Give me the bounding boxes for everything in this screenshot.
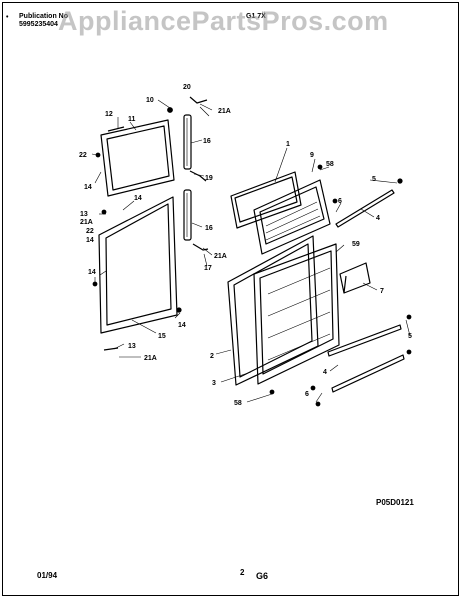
callout-14-lower: 14 xyxy=(178,322,186,329)
callout-21a-bottom: 21A xyxy=(144,355,157,362)
fasteners xyxy=(92,107,412,407)
callout-11: 11 xyxy=(128,116,136,123)
hinge-19 xyxy=(189,170,207,182)
callout-58-lower: 58 xyxy=(234,400,242,407)
fresh-food-door xyxy=(98,196,178,334)
page-border xyxy=(2,2,459,596)
publication-label: Publication No xyxy=(19,13,68,20)
footer-section: G6 xyxy=(256,571,269,581)
callout-15: 15 xyxy=(158,333,166,340)
callout-16-upper: 16 xyxy=(203,138,211,145)
freezer-handle xyxy=(107,126,125,132)
top-hinge xyxy=(189,96,208,104)
diagram-code: P05D0121 xyxy=(376,498,414,507)
bullet-mark: • xyxy=(6,14,9,21)
callout-14-lower-left: 14 xyxy=(88,269,96,276)
publication-number: 5995235404 xyxy=(19,21,58,28)
callout-4-upper: 4 xyxy=(376,215,380,222)
callout-21a-top: 21A xyxy=(218,108,231,115)
callout-14-mid: 14 xyxy=(134,195,142,202)
callout-21a-left: 21A xyxy=(80,219,93,226)
callout-6-lower: 6 xyxy=(305,391,309,398)
freezer-panel xyxy=(230,171,302,229)
callout-17: 17 xyxy=(204,265,212,272)
hinge-17 xyxy=(192,243,209,251)
callout-21a-hinge: 21A xyxy=(214,253,227,260)
callout-4-lower: 4 xyxy=(323,369,327,376)
model-number: G1 7Ẍ xyxy=(246,13,266,20)
callout-1: 1 xyxy=(286,141,290,148)
callout-16-lower: 16 xyxy=(205,225,213,232)
callout-10: 10 xyxy=(146,97,154,104)
lower-rail xyxy=(331,354,405,393)
callout-2: 2 xyxy=(210,353,214,360)
fresh-food-panel xyxy=(227,235,319,386)
callout-14-left: 14 xyxy=(86,237,94,244)
callout-5-lower: 5 xyxy=(408,333,412,340)
middle-rail xyxy=(327,324,402,357)
callout-12: 12 xyxy=(105,111,113,118)
callout-3: 3 xyxy=(212,380,216,387)
footer-page-number: 2 xyxy=(240,568,245,577)
leader-lines xyxy=(91,99,411,403)
callout-22-upper: 22 xyxy=(79,152,87,159)
freezer-door xyxy=(100,119,175,197)
callout-9: 9 xyxy=(310,152,314,159)
callout-22-lower: 22 xyxy=(86,228,94,235)
lower-handle xyxy=(183,189,192,241)
callout-7: 7 xyxy=(380,288,384,295)
callout-58-upper: 58 xyxy=(326,161,334,168)
callout-59: 59 xyxy=(352,241,360,248)
callout-13-upper: 13 xyxy=(80,211,88,218)
freezer-liner xyxy=(253,179,331,255)
callout-19: 19 xyxy=(205,175,213,182)
callout-5-upper: 5 xyxy=(372,176,376,183)
callout-13-lower: 13 xyxy=(128,343,136,350)
callout-20: 20 xyxy=(183,84,191,91)
upper-rail xyxy=(335,189,395,228)
fresh-food-liner xyxy=(253,243,340,385)
callout-6-upper: 6 xyxy=(338,198,342,205)
dairy-bin xyxy=(339,262,371,294)
footer-date: 01/94 xyxy=(37,571,58,580)
callout-14-upper: 14 xyxy=(84,184,92,191)
upper-handle xyxy=(183,114,192,170)
watermark: AppliancePartsPros.com xyxy=(58,6,389,36)
